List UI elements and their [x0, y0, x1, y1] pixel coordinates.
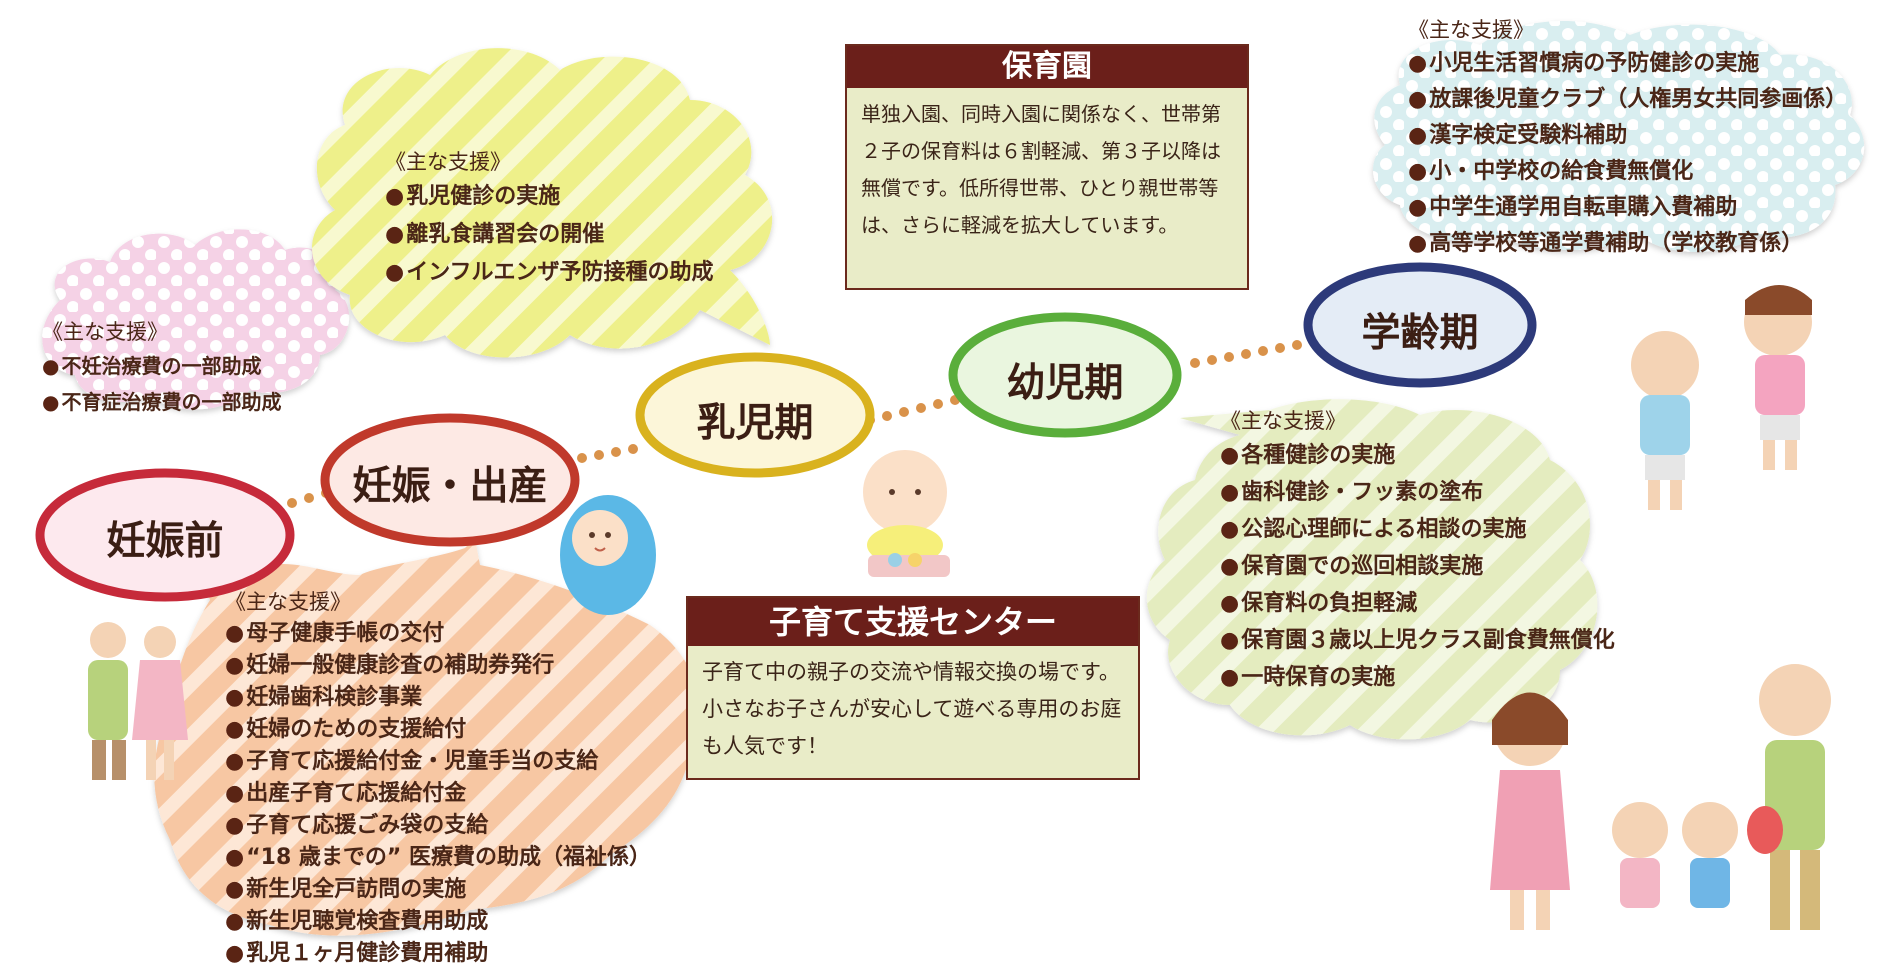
hoikuen-info-box: 保育園 単独入園、同時入園に関係なく、世帯第２子の保育料は６割軽減、第３子以降は… — [845, 44, 1249, 290]
stage-label-pre: 妊娠前 — [106, 519, 224, 564]
support-header: 《主な支援》 — [1220, 409, 1346, 433]
swaddled-baby-illustration — [560, 495, 656, 615]
list-item: 保育料の負担軽減 — [1220, 585, 1615, 622]
expecting-couple-illustration — [88, 622, 188, 780]
list-item: 新生児全戸訪問の実施 — [225, 874, 651, 906]
list-item: 母子健康手帳の交付 — [225, 618, 651, 650]
pregnancy-support-list: 《主な支援》 母子健康手帳の交付 妊婦一般健康診査の補助券発行 妊婦歯科検診事業… — [225, 586, 651, 970]
support-center-title: 子育て支援センター — [688, 598, 1138, 646]
list-item: 不妊治療費の一部助成 — [42, 348, 281, 384]
support-header: 《主な支援》 — [42, 320, 168, 344]
list-item: 公認心理師による相談の実施 — [1220, 511, 1615, 548]
list-item: 一時保育の実施 — [1220, 659, 1615, 696]
support-header: 《主な支援》 — [225, 590, 351, 614]
list-item: “18 歳までの” 医療費の助成（福祉係） — [225, 842, 651, 874]
pre-support-list: 《主な支援》 不妊治療費の一部助成 不育症治療費の一部助成 — [42, 316, 281, 420]
stage-ellipse-toddler — [948, 312, 1182, 438]
list-item: 保育園３歳以上児クラス副食費無償化 — [1220, 622, 1615, 659]
list-item: 乳児健診の実施 — [385, 178, 714, 216]
list-item: 子育て応援ごみ袋の支給 — [225, 810, 651, 842]
list-item: 妊婦一般健康診査の補助券発行 — [225, 650, 651, 682]
list-item: 新生児聴覚検査費用助成 — [225, 906, 651, 938]
support-header: 《主な支援》 — [1408, 18, 1534, 42]
stage-ellipse-pregnancy — [320, 413, 580, 547]
list-item: 各種健診の実施 — [1220, 437, 1615, 474]
support-center-info-box: 子育て支援センター 子育て中の親子の交流や情報交換の場です。小さなお子さんが安心… — [686, 596, 1140, 780]
list-item: 高等学校等通学費補助（学校教育係） — [1408, 226, 1847, 262]
toddler-support-list: 《主な支援》 各種健診の実施 歯科健診・フッ素の塗布 公認心理師による相談の実施… — [1220, 405, 1615, 696]
list-item: 中学生通学用自転車購入費補助 — [1408, 190, 1847, 226]
list-item: 離乳食講習会の開催 — [385, 216, 714, 254]
school-kids-illustration — [1631, 285, 1812, 510]
list-item: 漢字検定受験料補助 — [1408, 118, 1847, 154]
stage-ellipse-infant — [635, 352, 875, 478]
list-item: 小児生活習慣病の予防健診の実施 — [1408, 46, 1847, 82]
baby-eating-illustration — [863, 450, 950, 577]
list-item: 歯科健診・フッ素の塗布 — [1220, 474, 1615, 511]
school-support-list: 《主な支援》 小児生活習慣病の予防健診の実施 放課後児童クラブ（人権男女共同参画… — [1408, 14, 1847, 262]
stage-ellipse-pre — [35, 468, 295, 602]
list-item: 小・中学校の給食費無償化 — [1408, 154, 1847, 190]
stage-label-school: 学齢期 — [1361, 311, 1479, 356]
list-item: 放課後児童クラブ（人権男女共同参画係） — [1408, 82, 1847, 118]
list-item: 不育症治療費の一部助成 — [42, 384, 281, 420]
stage-label-toddler: 幼児期 — [1006, 361, 1124, 406]
stage-label-pregnancy: 妊娠・出産 — [352, 464, 548, 509]
list-item: 保育園での巡回相談実施 — [1220, 548, 1615, 585]
list-item: 出産子育て応援給付金 — [225, 778, 651, 810]
list-item: 乳児１ヶ月健診費用補助 — [225, 938, 651, 970]
family-illustration — [1490, 664, 1831, 930]
stage-ellipse-school — [1303, 262, 1537, 388]
list-item: 妊婦のための支援給付 — [225, 714, 651, 746]
infant-support-list: 《主な支援》 乳児健診の実施 離乳食講習会の開催 インフルエンザ予防接種の助成 — [385, 146, 714, 292]
support-center-body: 子育て中の親子の交流や情報交換の場です。小さなお子さんが安心して遊べる専用のお庭… — [702, 660, 1122, 758]
hoikuen-body: 単独入園、同時入園に関係なく、世帯第２子の保育料は６割軽減、第３子以降は無償です… — [861, 102, 1221, 237]
list-item: 妊婦歯科検診事業 — [225, 682, 651, 714]
hoikuen-title: 保育園 — [847, 46, 1247, 88]
support-header: 《主な支援》 — [385, 150, 511, 174]
list-item: インフルエンザ予防接種の助成 — [385, 254, 713, 292]
stage-label-infant: 乳児期 — [696, 401, 814, 446]
list-item: 子育て応援給付金・児童手当の支給 — [225, 746, 651, 778]
